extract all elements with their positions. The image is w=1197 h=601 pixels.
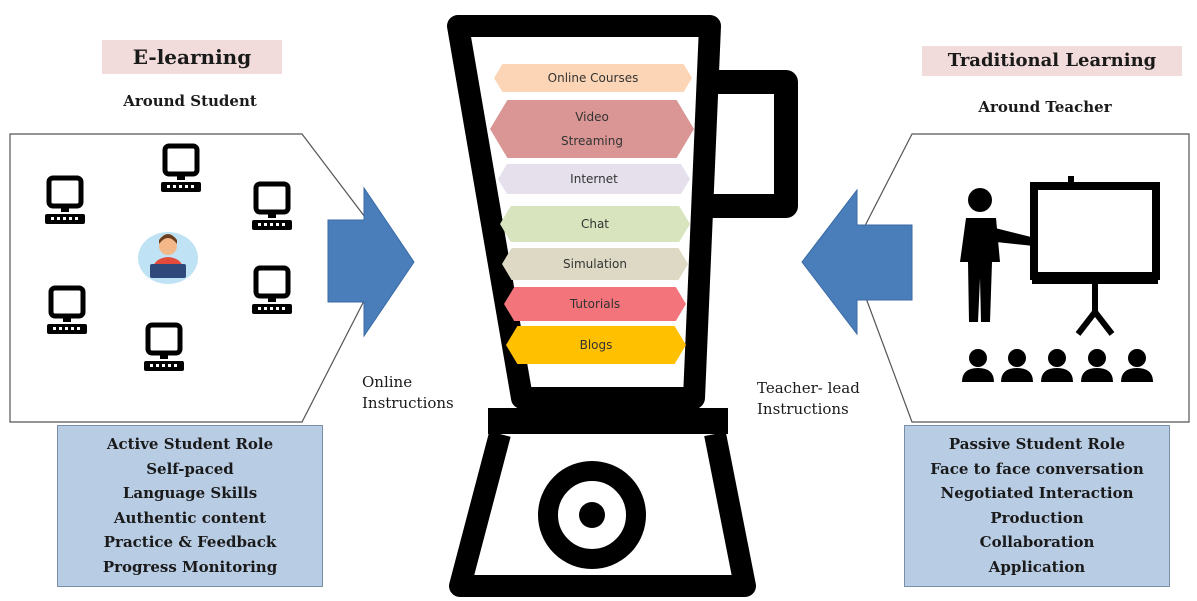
blender-layer-label-line: Online Courses <box>547 71 639 85</box>
left-panel-outline <box>9 133 391 423</box>
computer-icon <box>252 184 292 230</box>
list-item: Active Student Role <box>106 435 274 453</box>
computer-icon <box>47 288 87 334</box>
list-item: Application <box>988 557 1086 576</box>
student-avatar-icon <box>138 232 198 284</box>
blender-layer-label-line: Video <box>575 110 609 124</box>
list-item: Production <box>990 508 1084 527</box>
elearning-points: Active Student Role Self-paced Language … <box>57 425 323 587</box>
blender-layer <box>498 164 690 194</box>
blender-layer <box>494 64 692 92</box>
blender-layer-label: Simulation <box>502 248 688 280</box>
left-arrow <box>801 188 913 336</box>
list-item: Face to face conversation <box>930 459 1144 478</box>
list-item: Self-paced <box>146 459 234 478</box>
right-panel-outline <box>849 133 1190 423</box>
blender-layer-label-line: Chat <box>580 217 610 231</box>
blender-layer-label: Tutorials <box>504 287 686 321</box>
blender-layer-label-line: Streaming <box>561 134 623 148</box>
list-item: Language Skills <box>122 484 258 502</box>
elearning-subtitle: Around Student <box>123 92 257 110</box>
audience-icon <box>962 349 1153 382</box>
traditional-learning-subtitle: Around Teacher <box>978 98 1112 116</box>
blender-layer-label: Online Courses <box>494 64 692 92</box>
list-item: Passive Student Role <box>948 435 1126 453</box>
computer-icon <box>144 325 184 371</box>
blender-layer-label: Internet <box>498 164 690 194</box>
blender-layer <box>506 326 686 364</box>
list-item: Negotiated Interaction <box>940 484 1134 502</box>
blender-layer-label-line: Internet <box>570 172 618 186</box>
traditional-learning-points: Passive Student Role Face to face conver… <box>904 425 1170 587</box>
right-arrow <box>327 186 415 338</box>
caption-line: Instructions <box>757 400 849 418</box>
computer-icon <box>252 268 292 314</box>
blender-layer-label-line: Tutorials <box>569 297 621 311</box>
teacher-lead-instructions-caption: Teacher- lead Instructions <box>757 378 860 420</box>
list-item: Progress Monitoring <box>102 557 278 576</box>
list-item: Authentic content <box>113 508 267 527</box>
caption-line: Online <box>362 373 413 391</box>
blender-layer-label: Blogs <box>506 326 686 364</box>
blender-layer <box>490 100 694 158</box>
traditional-learning-title: Traditional Learning <box>922 46 1182 76</box>
caption-line: Teacher- lead <box>757 379 860 397</box>
blender-layer <box>500 206 690 242</box>
blender-layer <box>502 248 688 280</box>
blender-layer-label: Chat <box>500 206 690 242</box>
teacher-presentation-icon <box>960 176 1160 336</box>
elearning-title: E-learning <box>102 40 282 74</box>
blender-layer <box>504 287 686 321</box>
computer-icon <box>161 146 201 192</box>
caption-line: Instructions <box>362 394 454 412</box>
blender-icon <box>447 15 798 597</box>
list-item: Collaboration <box>979 533 1095 551</box>
blender-layer-label-line: Simulation <box>563 257 627 271</box>
online-instructions-caption: Online Instructions <box>362 372 454 414</box>
blender-layer-label-line: Blogs <box>579 338 613 352</box>
computer-icon <box>45 178 85 224</box>
list-item: Practice & Feedback <box>103 533 277 551</box>
